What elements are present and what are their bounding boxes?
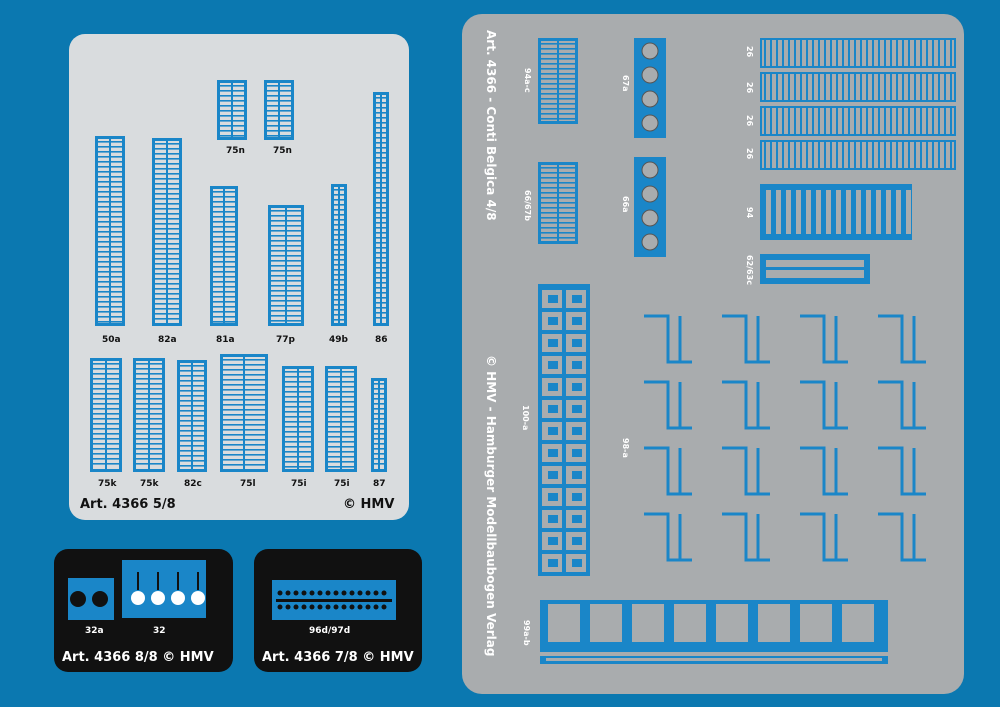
part-label-75i-1: 75i <box>291 479 307 489</box>
part-label-32: 32 <box>153 626 166 636</box>
part-label-67a: 67a <box>621 75 630 92</box>
part-32 <box>122 560 206 618</box>
part-label-26-4: 26 <box>745 148 754 160</box>
part-98-a-2-1 <box>722 446 770 496</box>
part-98-a-1-0 <box>644 380 692 430</box>
sheet-4-8-publisher: © HMV - Hamburger Modellbaubogen Verlag <box>484 355 498 657</box>
part-label-26-1: 26 <box>745 46 754 58</box>
sheet-7-8-title: Art. 4366 7/8 © HMV <box>262 650 414 665</box>
part-label-75n-1: 75n <box>226 146 245 156</box>
part-label-82c: 82c <box>184 479 202 489</box>
part-label-81a: 81a <box>216 335 235 345</box>
part-label-94: 94 <box>745 207 754 219</box>
part-98-a-2-2 <box>800 446 848 496</box>
part-98-a-2-0 <box>644 446 692 496</box>
part-label-82a: 82a <box>158 335 177 345</box>
part-98-a-3-1 <box>722 512 770 562</box>
sheet-8-8-parts <box>68 560 206 620</box>
sheet-5-8-parts <box>90 80 389 472</box>
part-label-96d-97d: 96d/97d <box>309 626 351 636</box>
part-98-a-0-2 <box>800 314 848 364</box>
part-label-66a: 66a <box>621 196 630 213</box>
part-98-a-0-3 <box>878 314 926 364</box>
part-98-a-3-3 <box>878 512 926 562</box>
part-label-66-67b: 66/67b <box>523 190 532 221</box>
sheet-4-8-parts <box>538 38 956 664</box>
part-label-86: 86 <box>375 335 388 345</box>
part-label-94a-c: 94a-c <box>523 68 532 93</box>
part-label-77p: 77p <box>276 335 295 345</box>
part-label-26-3: 26 <box>745 115 754 127</box>
part-label-75k-2: 75k <box>140 479 159 489</box>
part-98-a-0-1 <box>722 314 770 364</box>
part-label-49b: 49b <box>329 335 348 345</box>
part-label-26-2: 26 <box>745 82 754 94</box>
part-98-a-2-3 <box>878 446 926 496</box>
part-label-75l: 75l <box>240 479 256 489</box>
part-label-75n-2: 75n <box>273 146 292 156</box>
part-label-75i-2: 75i <box>334 479 350 489</box>
part-label-100-a: 100-a <box>521 405 530 431</box>
sheet-5-8-copyright: © HMV <box>343 497 395 512</box>
part-98-a-3-0 <box>644 512 692 562</box>
part-label-50a: 50a <box>102 335 121 345</box>
sheet-8-8-title: Art. 4366 8/8 © HMV <box>62 650 214 665</box>
part-98-a-1-3 <box>878 380 926 430</box>
part-98-a-1-1 <box>722 380 770 430</box>
part-label-75k-1: 75k <box>98 479 117 489</box>
part-label-99a-b: 99a-b <box>522 620 531 646</box>
part-label-32a: 32a <box>85 626 104 636</box>
part-label-62-63c: 62/63c <box>745 255 754 285</box>
part-label-87: 87 <box>373 479 386 489</box>
part-98-a-0-0 <box>644 314 692 364</box>
sheet-7-8-parts <box>272 580 396 620</box>
part-label-98-a: 98-a <box>621 438 630 458</box>
part-98-a-3-2 <box>800 512 848 562</box>
sheet-4-8-title: Art. 4366 - Conti Belgica 4/8 <box>484 30 498 221</box>
part-98-a-1-2 <box>800 380 848 430</box>
sheet-5-8-title: Art. 4366 5/8 <box>80 497 176 512</box>
